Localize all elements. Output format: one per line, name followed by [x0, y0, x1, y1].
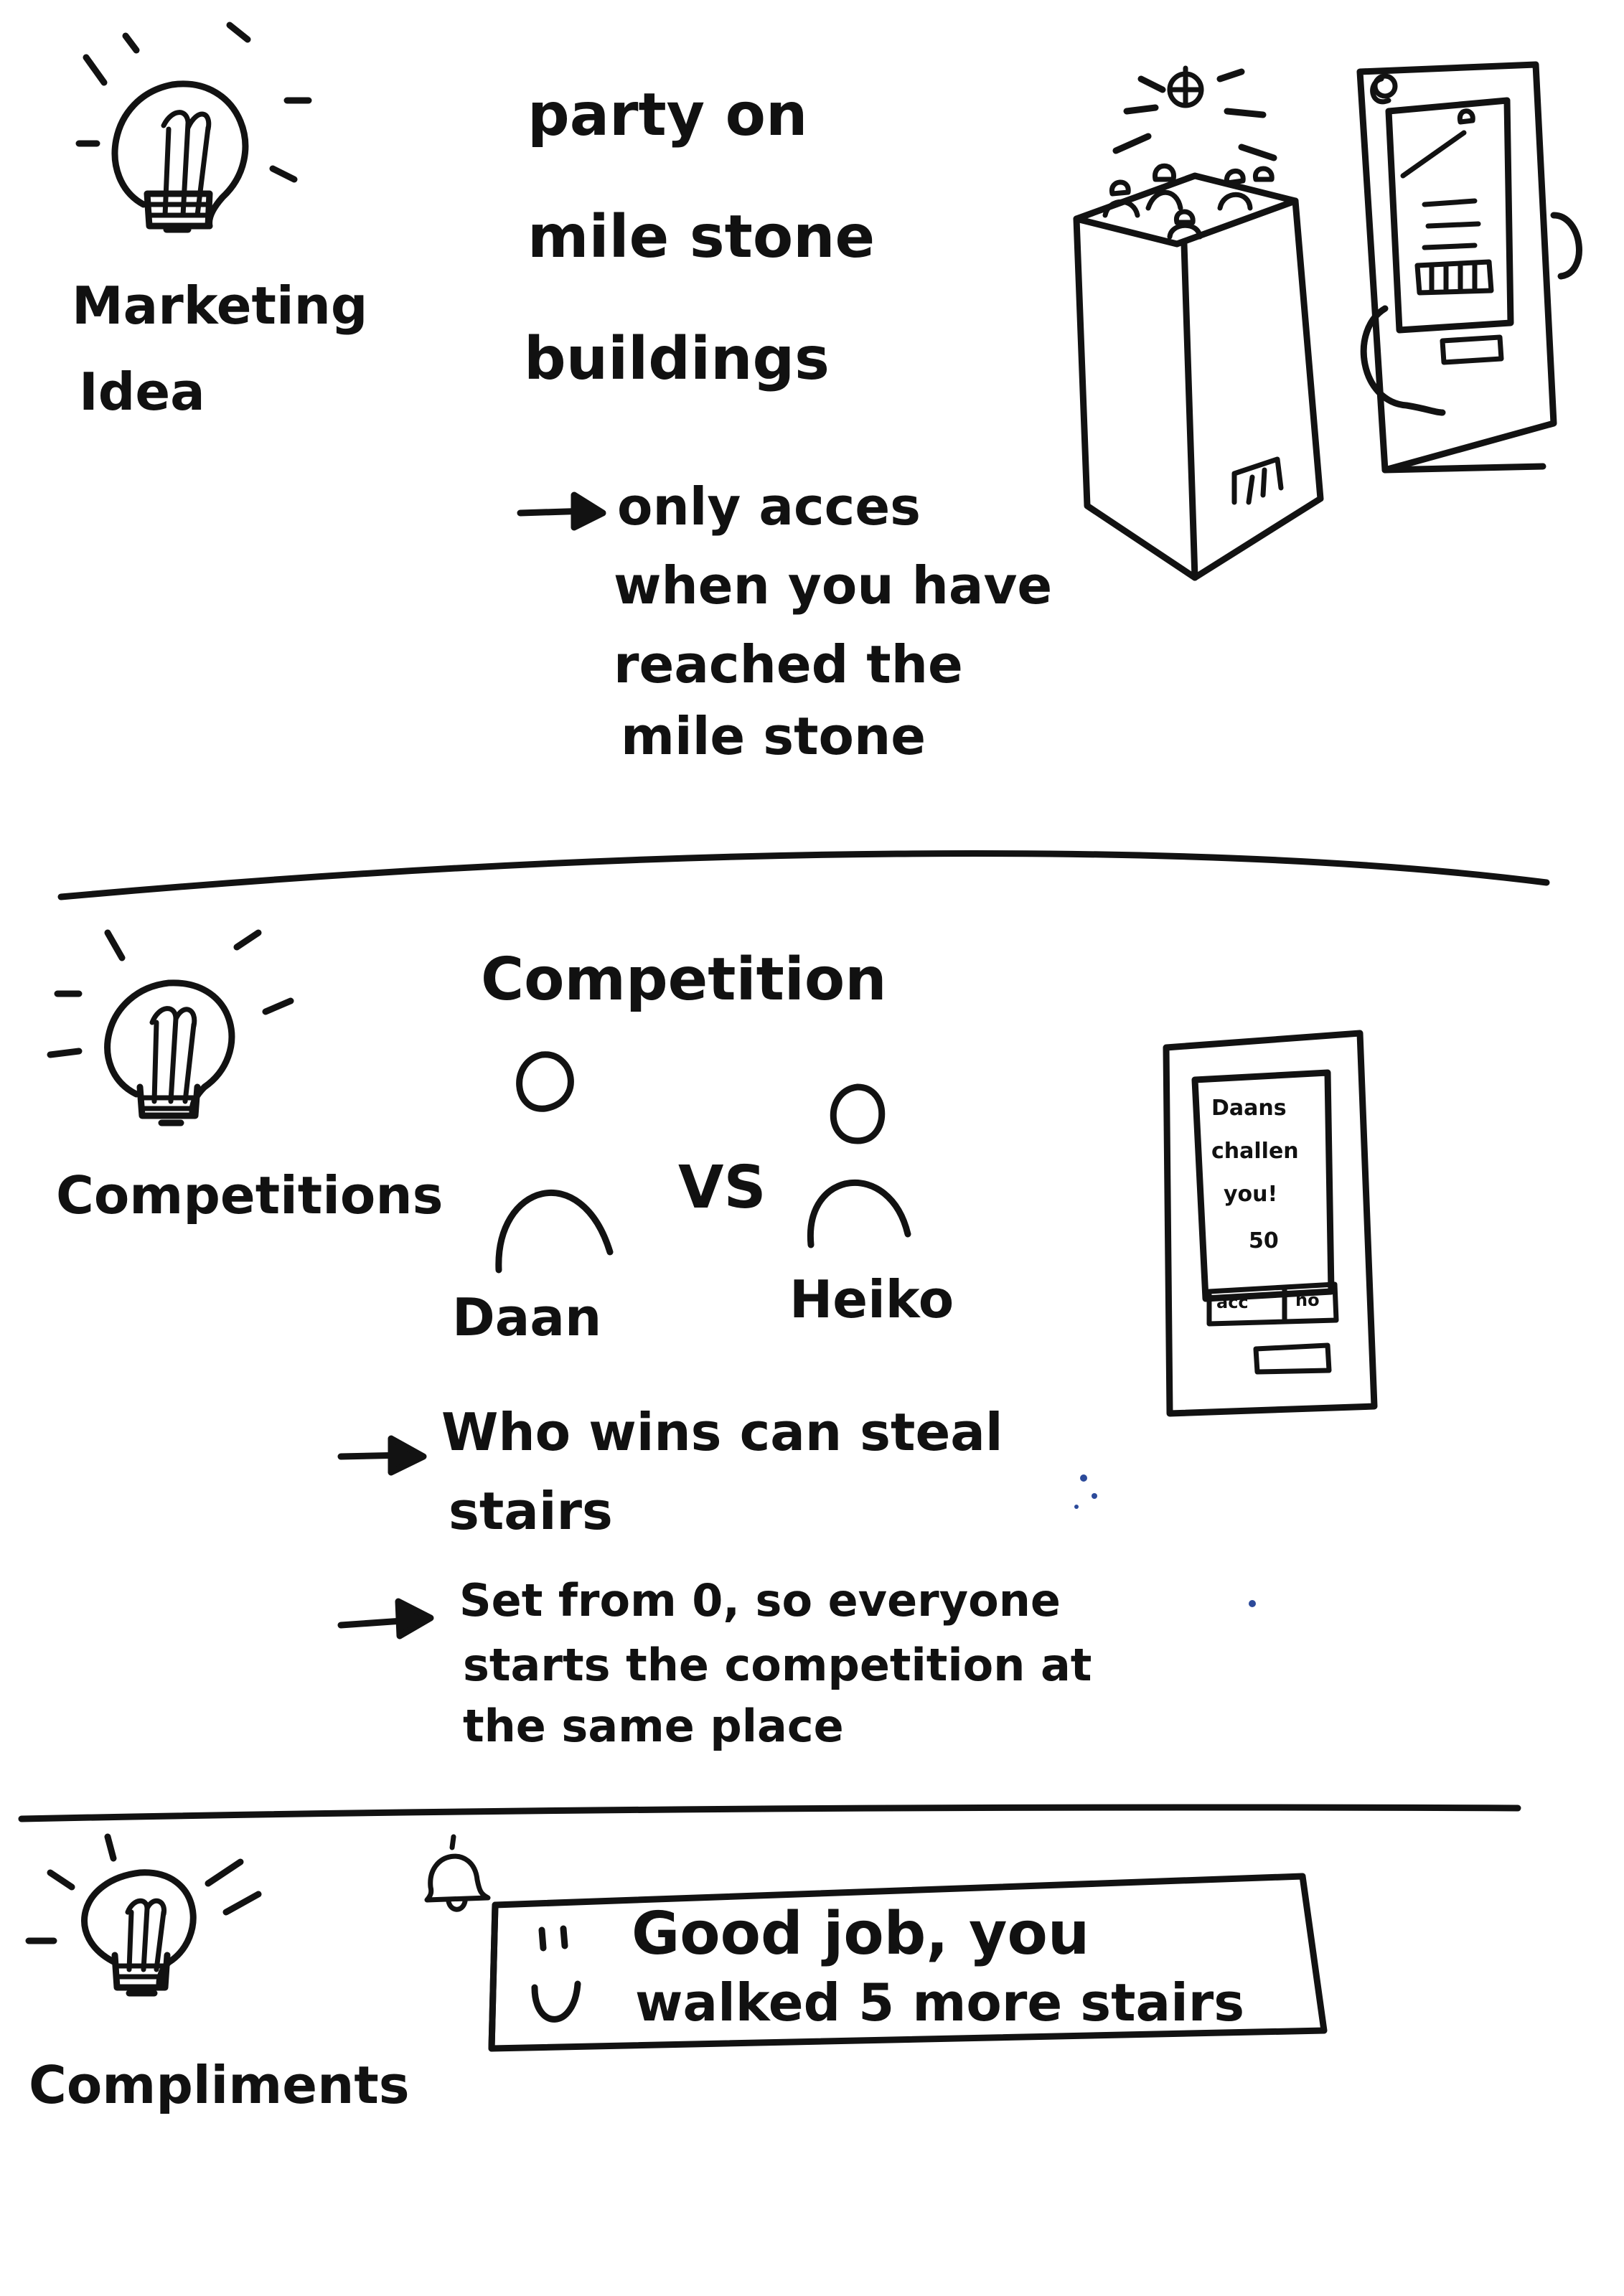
heading-party-on: party on — [527, 81, 808, 149]
tower-building-icon — [1073, 65, 1324, 581]
phone-accept-button: acc — [1216, 1292, 1249, 1312]
lightbulb-icon — [25, 1833, 262, 1997]
note-line-2: when you have — [614, 555, 1053, 616]
arrow-icon — [337, 1598, 434, 1639]
note-line-3: reached the — [614, 634, 963, 695]
phone-text-line-1: Daans — [1211, 1096, 1287, 1121]
phone-text-line-3: you! — [1224, 1182, 1278, 1207]
note-line-1: only acces — [617, 476, 921, 537]
divider-line-top — [57, 850, 1550, 900]
phone-text-line-4: 50 — [1249, 1228, 1279, 1253]
competitions-label: Competitions — [56, 1165, 443, 1225]
bell-icon — [424, 1834, 491, 1912]
player-name-heiko: Heiko — [789, 1269, 954, 1330]
point-2-line-1: Set from 0, so everyone — [459, 1574, 1061, 1627]
smiley-icon — [531, 1925, 581, 2023]
point-2-line-2: starts the competition at — [463, 1639, 1092, 1691]
compliments-label: Compliments — [29, 2055, 410, 2115]
versus-label: VS — [678, 1154, 766, 1222]
arrow-icon — [337, 1435, 427, 1476]
phone-decline-button: no — [1295, 1290, 1320, 1310]
point-2-line-3: the same place — [463, 1700, 844, 1752]
player-name-daan: Daan — [452, 1287, 602, 1347]
lightbulb-icon — [75, 22, 312, 233]
note-line-4: mile stone — [621, 706, 926, 766]
ink-dots-icon — [1074, 1474, 1256, 1607]
challenge-phone-icon — [1163, 1030, 1378, 1417]
phone-text-line-2: challen — [1211, 1139, 1299, 1164]
heading-buildings: buildings — [524, 325, 830, 393]
point-1-line-2: stairs — [449, 1481, 613, 1541]
marketing-label: Marketing — [72, 276, 368, 336]
message-box — [488, 1873, 1328, 2052]
point-1-line-1: Who wins can steal — [441, 1402, 1003, 1462]
compliment-message-line-1: Good job, you — [632, 1900, 1090, 1968]
idea-label: Idea — [79, 362, 205, 422]
person-icon-heiko — [807, 1083, 911, 1248]
compliment-message-line-2: walked 5 more stairs — [635, 1972, 1245, 2033]
heading-milestone: mile stone — [527, 203, 876, 271]
competition-heading: Competition — [481, 946, 887, 1014]
person-icon-daan — [495, 1051, 614, 1274]
lightbulb-icon — [47, 929, 294, 1126]
phone-in-hand-icon — [1356, 61, 1582, 474]
divider-line-bottom — [18, 1804, 1521, 1822]
arrow-icon — [517, 491, 606, 531]
